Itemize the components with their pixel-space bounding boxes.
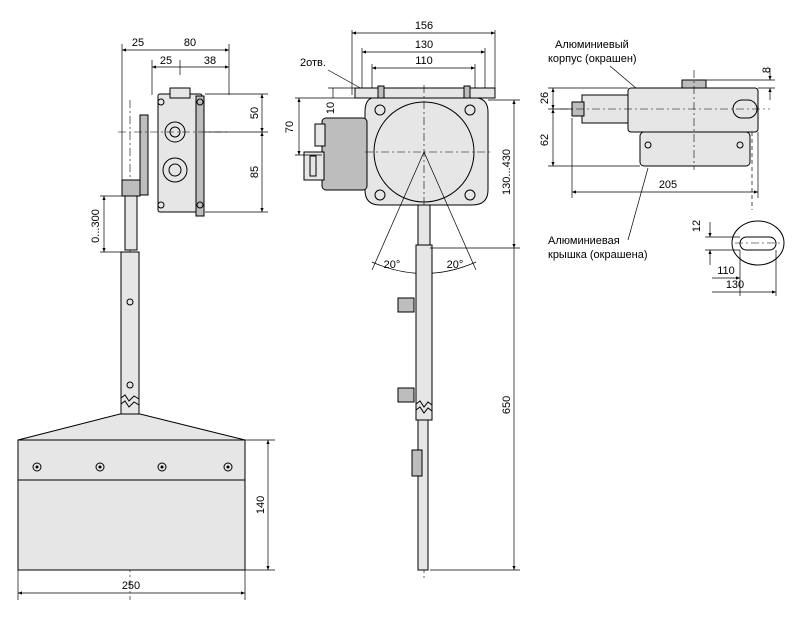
label-holes: 2отв.	[300, 57, 326, 69]
slot-detail	[739, 236, 777, 251]
blade-bolts	[32, 462, 233, 472]
dim-80: 80	[184, 37, 196, 49]
angle-left: 20°	[384, 259, 401, 271]
dim-110: 110	[415, 55, 433, 67]
dim-62: 62	[539, 134, 551, 146]
dim-25b: 25	[160, 55, 172, 67]
dim-70: 70	[284, 121, 296, 133]
top-boss	[169, 87, 191, 99]
dim-650: 650	[501, 396, 513, 414]
clamp-top	[397, 297, 415, 313]
cable-gland	[162, 157, 188, 183]
blade-top	[17, 413, 246, 441]
dim-50: 50	[249, 107, 261, 119]
dim-8: 8	[761, 67, 773, 73]
blade	[17, 439, 246, 571]
note-housing-line2: корпус (окрашен)	[548, 53, 637, 65]
note-housing-line1: Алюминиевый	[555, 39, 629, 51]
lever-tube-front	[415, 244, 433, 421]
dim-130: 130	[415, 39, 433, 51]
blade-edge	[417, 419, 429, 571]
blade-clamp	[411, 449, 423, 477]
upper-rod	[124, 194, 138, 251]
rod-upper-front	[417, 204, 431, 246]
note-cover-line1: Алюминиевая	[548, 235, 620, 247]
front-view: 156 130 110 2отв. 70 10	[284, 20, 520, 580]
dim-rod-range: 0...300	[90, 209, 102, 243]
cable-entry	[303, 151, 325, 181]
dim-156: 156	[415, 20, 433, 32]
cover-top	[639, 131, 751, 167]
clamp-bottom	[397, 387, 415, 403]
dim-250: 250	[122, 580, 140, 592]
rod-nut	[121, 179, 141, 197]
note-cover-line2: крышка (окрашена)	[548, 249, 648, 261]
dim-10: 10	[325, 102, 337, 114]
shaft-end	[314, 123, 326, 147]
mount-bracket	[139, 114, 149, 196]
top-housing	[627, 87, 759, 133]
switch-body-front	[364, 97, 489, 206]
dim-110-slot: 110	[717, 265, 735, 277]
dim-130-slot: 130	[726, 279, 744, 291]
dim-38: 38	[204, 55, 216, 67]
switch-housing-side	[157, 93, 203, 213]
dim-12: 12	[691, 220, 703, 232]
housing-flange	[195, 95, 205, 217]
top-view: Алюминиевый корпус (окрашен) 8 26 62 205…	[539, 39, 785, 296]
dim-25: 25	[132, 37, 144, 49]
dim-range: 130...430	[501, 149, 513, 195]
slot-detail-circle	[731, 220, 785, 266]
dim-205: 205	[659, 179, 677, 191]
left-side-view: 25 80 25 38 50 85	[17, 37, 275, 600]
shaft-housing	[581, 94, 631, 124]
dim-85: 85	[249, 166, 261, 178]
side-boss	[321, 117, 368, 191]
dim-140: 140	[255, 496, 267, 514]
angle-right: 20°	[447, 259, 464, 271]
dim-26: 26	[539, 92, 551, 104]
top-flange	[354, 87, 496, 99]
